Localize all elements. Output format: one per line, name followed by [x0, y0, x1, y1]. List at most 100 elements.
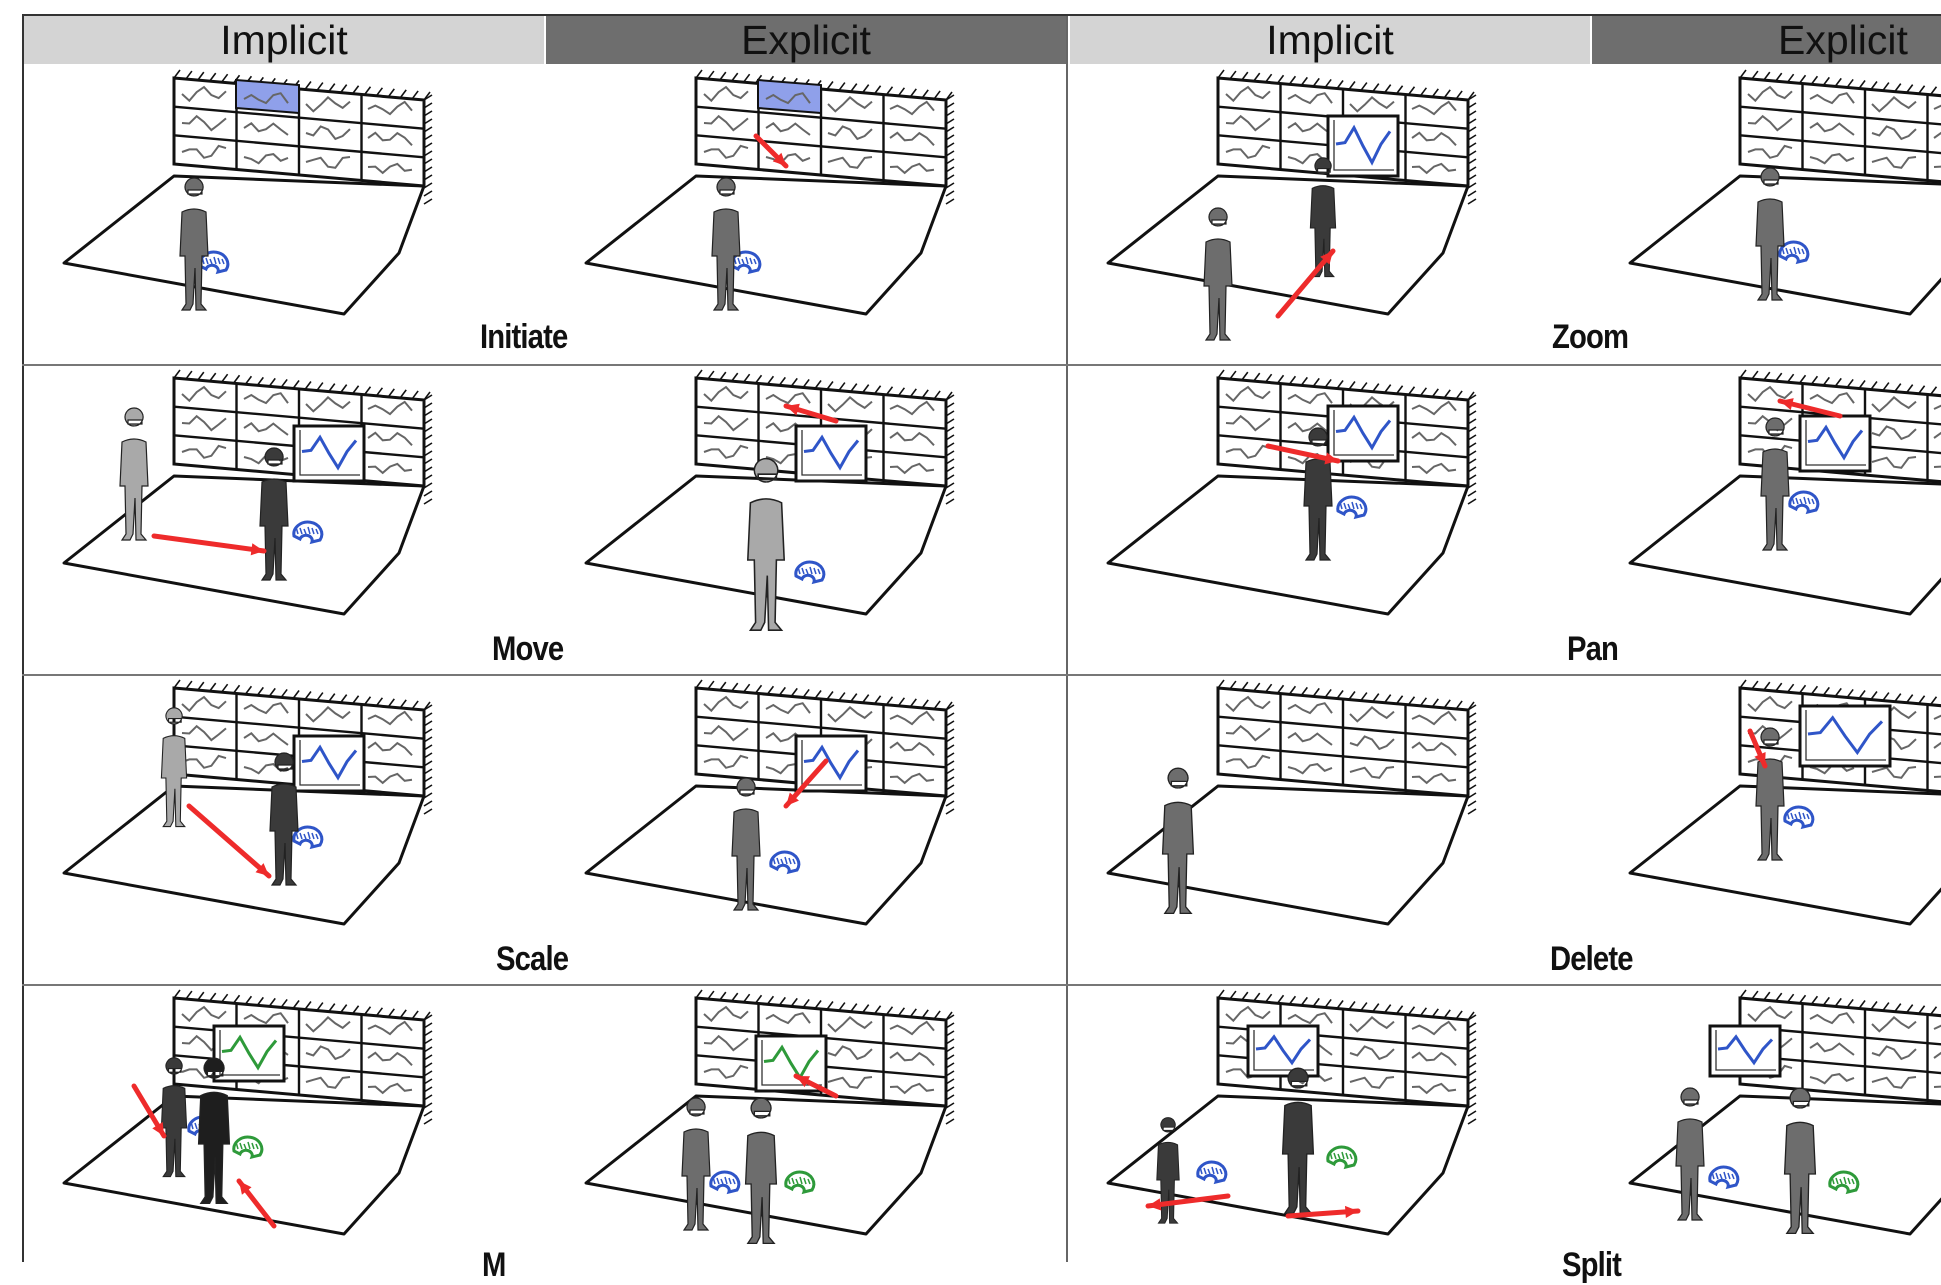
sketch-canvas: [1628, 69, 1941, 316]
sketch-canvas: [1106, 679, 1477, 926]
person-silhouette: [1203, 207, 1233, 341]
person-silhouette: [179, 177, 209, 311]
pointing-arrow: [1777, 398, 1843, 419]
sketch-canvas: [1628, 369, 1941, 616]
person-silhouette: [731, 777, 761, 911]
scenario-sketch: [546, 986, 1066, 1284]
person-silhouette: [711, 177, 741, 311]
wall-display: [62, 679, 433, 926]
floor: [1106, 174, 1470, 316]
user-blob: [1326, 1145, 1358, 1170]
user-blob: [1336, 495, 1368, 520]
floor: [62, 1094, 426, 1236]
wall-chart: [1326, 114, 1400, 178]
wall-chart: [794, 424, 868, 483]
person-silhouette: [160, 707, 188, 828]
column-divider: [1066, 16, 1068, 1262]
row-divider: [22, 364, 1941, 366]
wall-chart: [292, 734, 366, 793]
floor: [62, 174, 426, 316]
pointing-arrow: [1275, 248, 1336, 319]
floor: [1106, 474, 1470, 616]
user-blob: [769, 850, 801, 875]
person-silhouette: [1303, 427, 1333, 561]
person-silhouette: [1281, 1067, 1315, 1215]
sketch-canvas: [584, 69, 955, 316]
person-silhouette: [119, 407, 149, 541]
pointing-arrow: [1145, 1193, 1231, 1211]
row-divider: [22, 984, 1941, 986]
scenario-sketch: [24, 986, 544, 1284]
label-delete: Delete: [1550, 940, 1633, 978]
header-left-explicit: Explicit: [546, 16, 1066, 64]
sketch-canvas: [584, 679, 955, 926]
wall-chart: [754, 1034, 828, 1093]
sketch-canvas: [1106, 989, 1477, 1236]
scenario-sketch: [1068, 986, 1588, 1284]
scenario-sketch: [1068, 366, 1588, 664]
header-right-explicit: Explicit: [1592, 16, 1941, 64]
pointing-arrow: [783, 758, 829, 809]
sketch-canvas: [1628, 989, 1941, 1236]
wall-chart: [1798, 704, 1892, 768]
floor: [1628, 474, 1941, 616]
user-blob: [709, 1170, 741, 1195]
pointing-arrow: [1285, 1205, 1361, 1219]
scenario-sketch: [546, 66, 1066, 364]
label-zoom: Zoom: [1552, 318, 1629, 356]
wall-display: [1106, 369, 1477, 616]
user-blob: [794, 560, 826, 585]
scenario-sketch: [1068, 676, 1588, 974]
label-pan: Pan: [1567, 630, 1619, 668]
person-silhouette: [259, 447, 289, 581]
person-silhouette: [1675, 1087, 1705, 1221]
pointing-arrow: [793, 1073, 839, 1099]
label-split: Split: [1562, 1246, 1622, 1284]
label-initiate: Initiate: [480, 318, 568, 356]
wall-display: [1628, 69, 1941, 316]
person-silhouette: [160, 1057, 188, 1178]
wall-display: [1628, 679, 1941, 926]
person-silhouette: [746, 457, 786, 631]
wall-chart: [1798, 414, 1872, 473]
highlighted-tile: [757, 78, 822, 115]
scenario-sketch: [1590, 366, 1941, 664]
user-blob: [1783, 805, 1815, 830]
scenario-sketch: [1068, 66, 1588, 364]
sketch-canvas: [1106, 69, 1477, 341]
scenario-sketch: [24, 676, 544, 974]
person-silhouette: [1161, 767, 1195, 915]
label-merge: M: [482, 1246, 506, 1284]
scenario-sketch: [1590, 66, 1941, 364]
pointing-arrow: [236, 1178, 277, 1229]
sketch-canvas: [62, 69, 433, 316]
sketch-canvas: [584, 369, 955, 631]
person-silhouette: [681, 1097, 711, 1231]
wall-chart: [1708, 1024, 1782, 1078]
wall-display: [62, 69, 433, 316]
scenario-sketch: [24, 66, 544, 364]
pointing-arrow: [753, 133, 789, 169]
wall-display: [1628, 989, 1941, 1236]
wall-panel: [1738, 76, 1941, 184]
label-scale: Scale: [496, 940, 569, 978]
pointing-arrow: [186, 803, 272, 879]
user-blob: [292, 520, 324, 545]
floor: [1628, 784, 1941, 926]
person-silhouette: [1156, 1117, 1180, 1224]
wall-chart: [1246, 1024, 1320, 1078]
sketch-canvas: [62, 989, 433, 1236]
pointing-arrow: [131, 1083, 167, 1139]
highlighted-tile: [235, 78, 300, 115]
floor: [584, 784, 948, 926]
row-divider: [22, 674, 1941, 676]
person-silhouette: [744, 1097, 778, 1245]
sketch-canvas: [62, 369, 433, 616]
sketch-canvas: [1106, 369, 1477, 616]
sketch-canvas: [62, 679, 433, 926]
sketch-canvas: [1628, 679, 1941, 926]
wall-chart: [292, 424, 366, 483]
pointing-arrow: [151, 533, 267, 556]
user-blob: [232, 1135, 264, 1160]
user-blob: [784, 1170, 816, 1195]
